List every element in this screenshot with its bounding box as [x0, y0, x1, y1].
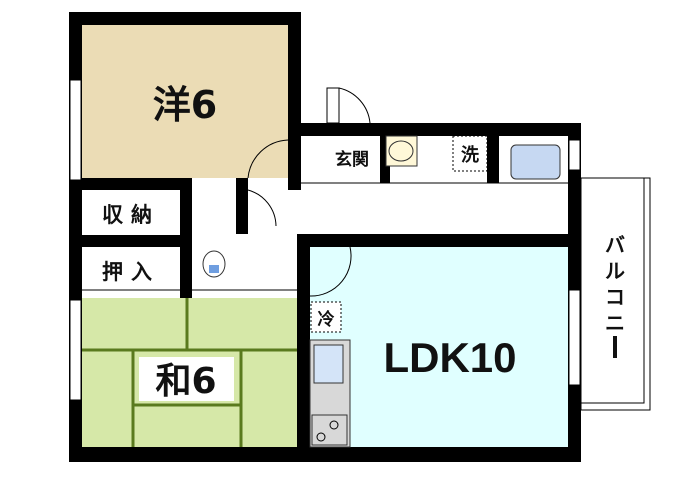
balcony — [580, 177, 651, 411]
japanese-room-label: 和6 — [155, 361, 216, 402]
toilet-icon — [202, 250, 226, 278]
balcony-label: バ ル コ ニ — [605, 233, 625, 358]
svg-text:ル: ル — [605, 259, 625, 283]
ldk-label: LDK10 — [383, 334, 516, 381]
svg-text:ニ: ニ — [605, 311, 625, 335]
kitchen-counter — [309, 339, 351, 448]
western-room-floor — [82, 25, 288, 178]
bathtub-icon — [510, 144, 561, 180]
stove-burner-icon — [329, 420, 339, 430]
sink-icon — [385, 135, 418, 167]
japanese-room-tatami — [82, 298, 297, 447]
entrance-label: 玄関 — [335, 149, 369, 170]
washer-label: 洗 — [461, 144, 479, 166]
fridge-label: 冷 — [318, 309, 335, 330]
ldk-floor — [310, 247, 568, 447]
storage-label: 収納 — [102, 203, 160, 227]
doors — [82, 87, 568, 297]
closet-label: 押入 — [102, 260, 160, 284]
western-room-label: 洋6 — [153, 83, 217, 127]
svg-text:バ: バ — [605, 233, 625, 257]
windows — [69, 79, 581, 401]
stove-burner-icon — [316, 432, 326, 442]
svg-text:コ: コ — [605, 285, 625, 309]
